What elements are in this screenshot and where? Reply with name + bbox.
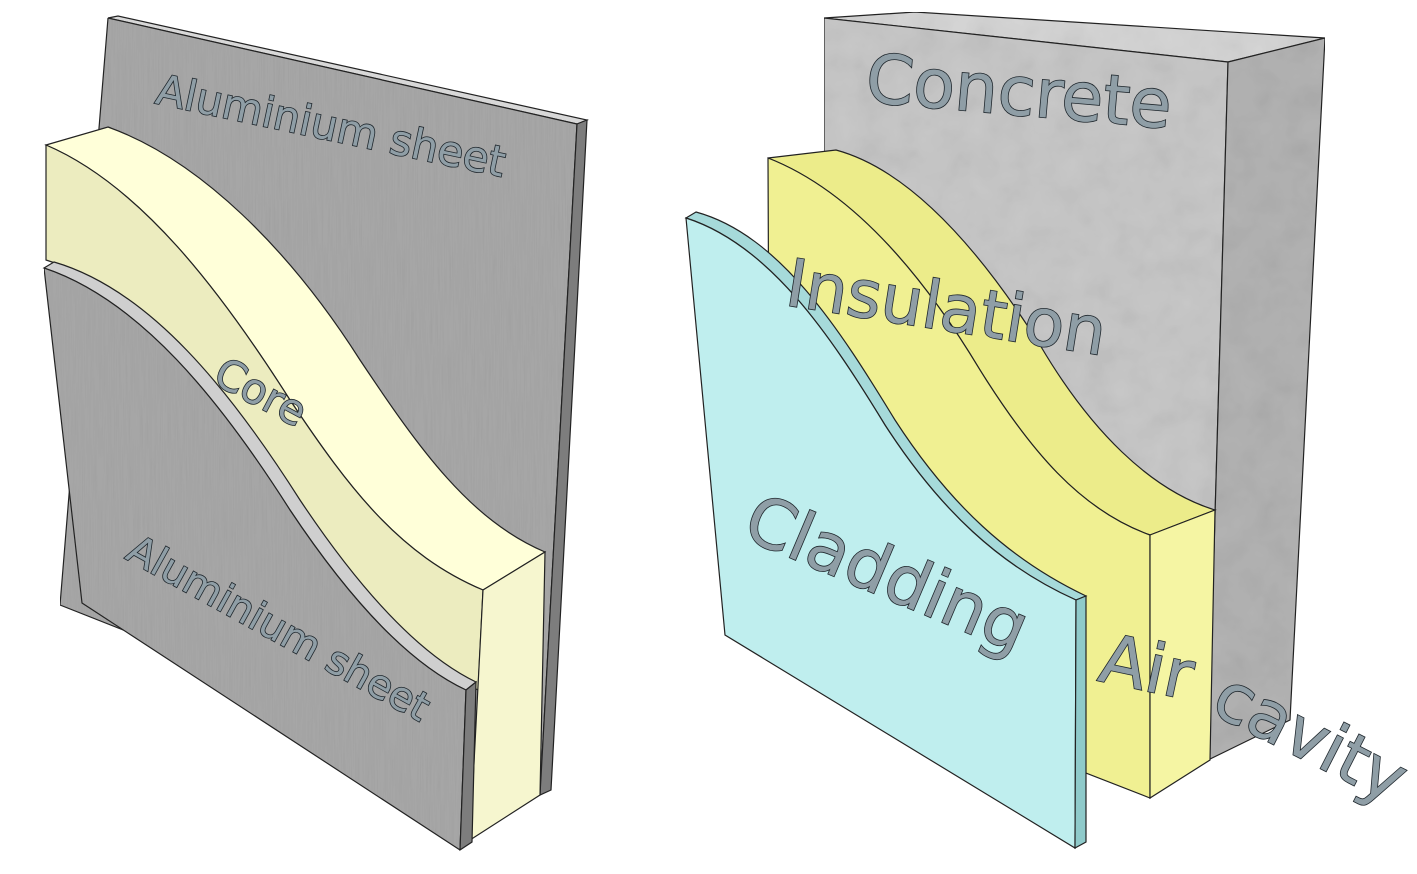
cladding-face — [685, 217, 1077, 850]
front-aluminium-sheet — [42, 261, 478, 852]
front-sheet-side-edge — [459, 680, 477, 852]
label-cavity: cavity — [1201, 656, 1417, 820]
back-sheet-side-edge — [539, 119, 588, 796]
insulation-side-face — [1149, 509, 1216, 800]
cladding-layer — [684, 211, 1088, 850]
aluminium-composite-panel — [42, 15, 590, 852]
rainscreen-wall-system — [684, 11, 1326, 850]
cladding-side-edge — [1074, 595, 1087, 850]
concrete-side-face — [1207, 37, 1326, 761]
front-sheet-face — [43, 267, 467, 852]
